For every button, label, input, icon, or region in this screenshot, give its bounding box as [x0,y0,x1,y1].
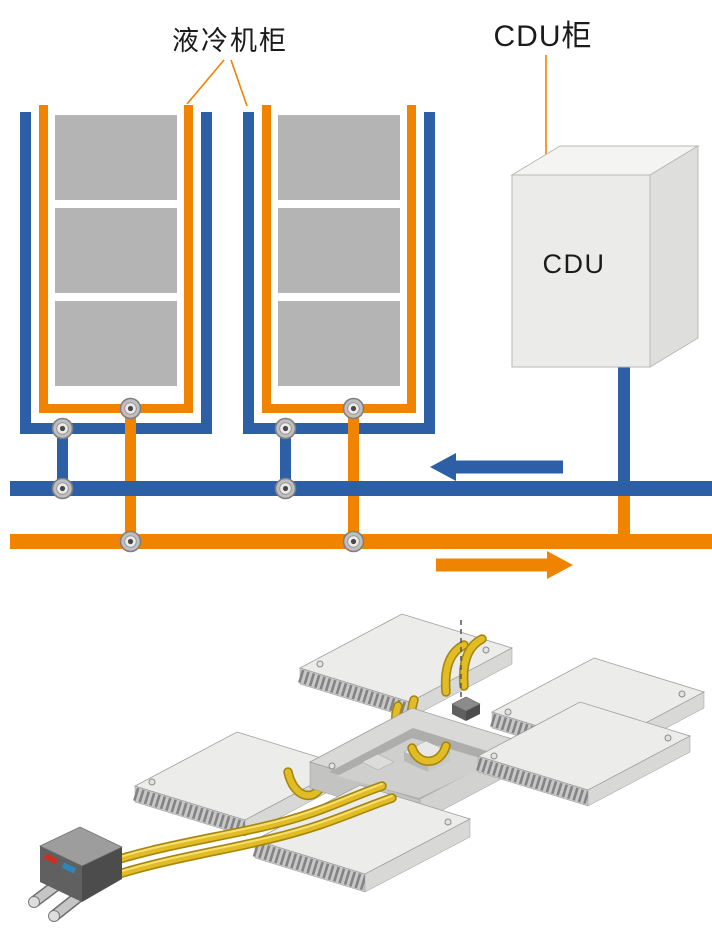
cooling-cabinet-2 [243,105,435,549]
cdu-blue-pipe [618,366,630,483]
valve-icon [342,530,365,553]
screw-icon [664,734,672,742]
quick-connector [28,826,123,922]
blue-main-pipe [10,481,712,496]
screw-icon [444,818,452,826]
cabinet1-orange-right [184,105,193,413]
valve-icon [51,417,74,440]
valve-icon [274,417,297,440]
leader-line-right [230,59,248,107]
module-top-face [476,701,692,791]
valve-icon [274,477,297,500]
cabinet2-server-blocks [278,115,400,386]
server-block [278,115,400,200]
cabinet2-blue-bottom [243,423,435,434]
server-module-right [476,701,692,807]
connector-port-tip [48,910,60,922]
server-block [278,301,400,386]
cabinet2-blue-right [424,112,435,434]
coolant-tube [408,742,450,765]
cdu-box-label: CDU [543,249,606,279]
mini-connector-front [452,704,466,721]
cooling-cabinet-1 [20,105,212,549]
cabinet1-blue-bottom [20,423,212,434]
valve-icon [119,530,142,553]
connector-port-tip [28,896,40,908]
open-tray-module [308,707,524,823]
exploded-server-modules [28,613,706,922]
cabinet1-server-blocks [55,115,177,386]
coolant-tube-highlight [85,783,383,869]
coolant-tube-bundle [81,781,397,888]
piping-schematic: 液冷机柜 CDU柜 [10,20,712,579]
module-top-face [298,613,514,703]
screw-icon [678,690,686,698]
server-block [55,115,177,200]
tray-floor [337,738,494,798]
cabinet1-blue-drop [57,434,68,494]
cabinet2-blue-left [243,112,254,434]
mini-connector-side [466,704,480,721]
cdu-box: CDU [510,145,700,368]
coolant-tube [460,635,486,690]
mini-connector-top [451,696,481,712]
connector-side-face [82,847,122,902]
cdu-right-face [649,145,699,368]
heatsink-fins [476,757,590,805]
cabinet2-orange-bottom [262,404,416,413]
tray-component-small [361,753,395,771]
valve-icon [342,397,365,420]
heatsink-fins [298,669,412,717]
coolant-tube-highlight [91,795,393,882]
screw-icon [328,762,336,770]
valve-icon [119,397,142,420]
cabinet2-orange-left [262,105,271,413]
cabinet1-orange-bottom [39,404,193,413]
cabinet1-blue-left [20,112,31,434]
screw-icon [490,752,498,760]
cooling-cabinet-label: 液冷机柜 [172,26,288,56]
leader-line-left [186,59,225,105]
cdu-front-face [511,174,651,368]
valve-icon [51,477,74,500]
server-block [55,301,177,386]
screw-icon [148,778,156,786]
heatsink-fins [133,787,247,835]
coolant-tube [82,782,386,874]
screw-icon [482,646,490,654]
connector-red-band [43,853,59,865]
server-module-back [298,613,514,719]
orange-flow-arrow-right [436,551,573,579]
screw-icon [504,708,512,716]
cabinet1-orange-left [39,105,48,413]
heatsink-fins [252,841,368,891]
server-module-front [252,784,472,893]
screw-icon [316,660,324,668]
connector-blue-band [61,862,77,874]
insertion-guide [451,620,481,721]
cabinet2-orange-right [407,105,416,413]
coolant-tube [88,794,396,887]
server-block [55,208,177,293]
connector-top-face [39,826,123,867]
cabinet2-blue-drop [280,434,291,494]
tray-component-front [404,752,428,772]
server-block [278,208,400,293]
blue-flow-arrow-left [430,453,563,481]
cdu-cabinet-label: CDU柜 [494,20,593,53]
cabinet1-blue-right [201,112,212,434]
